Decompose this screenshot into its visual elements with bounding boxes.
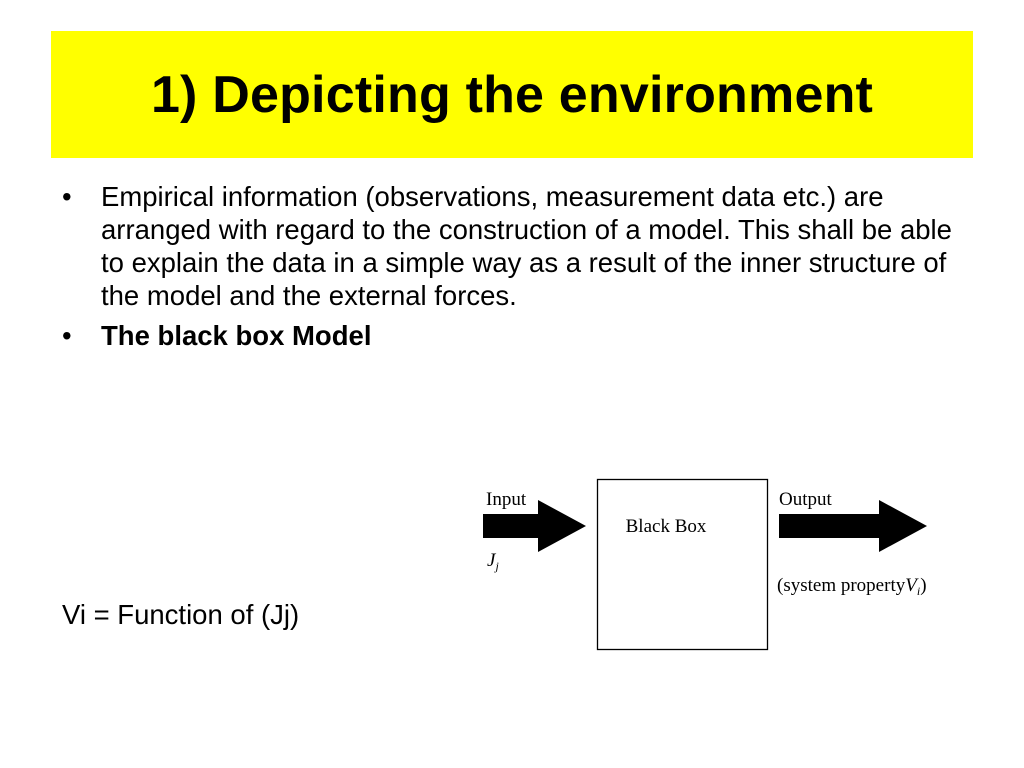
input-arrow	[483, 500, 586, 552]
slide-title: 1) Depicting the environment	[150, 65, 874, 124]
output-arrow	[779, 500, 927, 552]
bullet-text: Empirical information (observations, mea…	[101, 181, 952, 311]
bullet-text: The black box Model	[101, 320, 372, 351]
black-box-rect	[596, 478, 769, 651]
title-banner: 1) Depicting the environment	[51, 31, 973, 158]
bullet-marker: •	[62, 181, 72, 212]
output-description: (system propertyVi)	[777, 575, 927, 598]
bullet-marker: •	[62, 320, 72, 351]
bullet-item-empirical: • Empirical information (observations, m…	[62, 180, 962, 312]
black-box-label: Black Box	[626, 516, 707, 537]
bullet-list: • Empirical information (observations, m…	[62, 180, 962, 359]
formula-text: Vi = Function of (Jj)	[62, 599, 300, 630]
output-label: Output	[779, 489, 833, 510]
input-label: Input	[486, 489, 527, 510]
bullet-item-black-box: • The black box Model	[62, 319, 962, 352]
input-symbol: Jj	[487, 550, 499, 573]
